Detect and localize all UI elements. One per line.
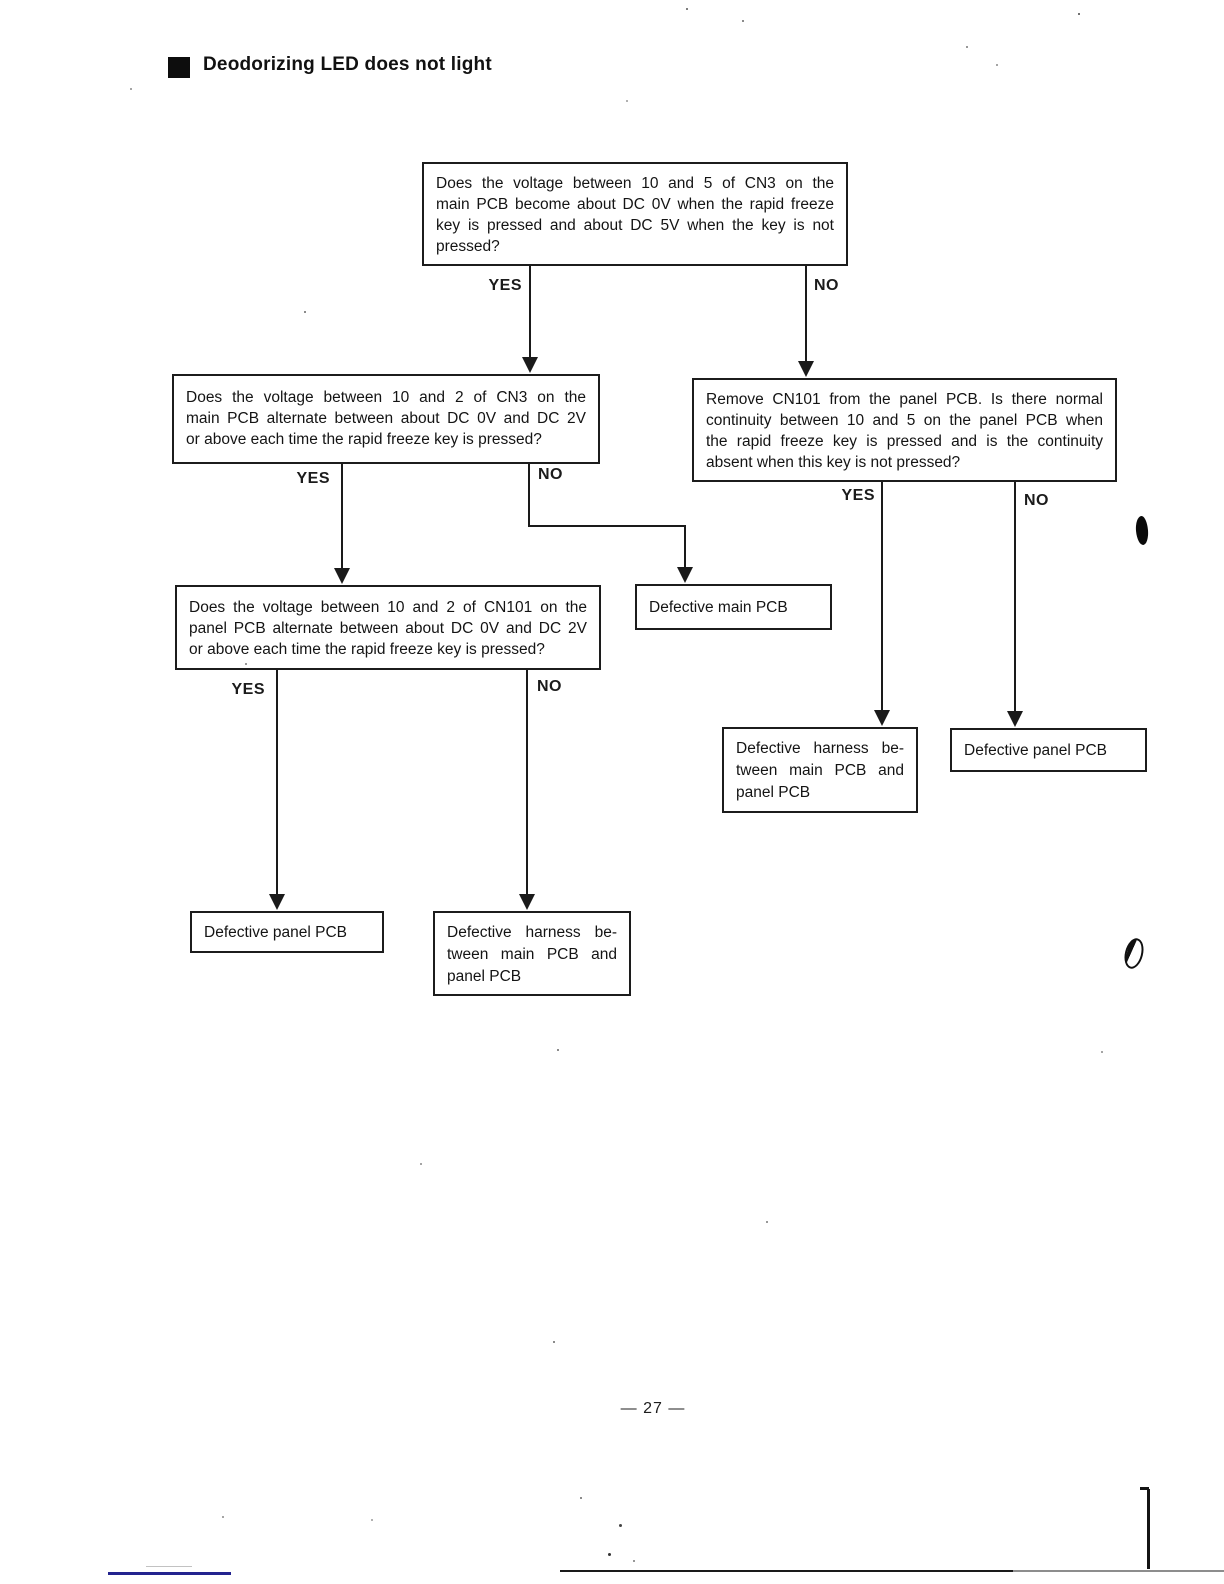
question-box-cn3-10-2: Does the voltage between 10 and 2 of CN3… [172, 374, 600, 464]
connector-q2-no [528, 464, 693, 583]
question-line: absent when this key is not pressed? [706, 454, 961, 471]
result-box-defective-harness-left: Defective harness be- tween main PCB and… [433, 911, 631, 996]
question-line: continuity between 10 and 5 on the panel… [706, 412, 1103, 429]
branch-label-q5-no: NO [537, 678, 562, 695]
question-box-cn3-10-5: Does the voltage between 10 and 5 of CN3… [422, 162, 848, 266]
question-line: Does the voltage between 10 and 5 of CN3… [436, 175, 834, 192]
branch-label-q3-no: NO [1024, 492, 1049, 509]
scan-edge-line [146, 1566, 192, 1567]
question-line: pressed? [436, 238, 500, 255]
question-box-cn101-continuity: Remove CN101 from the panel PCB. Is ther… [692, 378, 1117, 482]
result-text: Defective panel PCB [964, 741, 1108, 759]
scan-line-artifact [1147, 1489, 1150, 1569]
scan-line-artifact [1140, 1487, 1149, 1490]
question-line: main PCB alternate between about DC 0V a… [186, 410, 586, 427]
question-line: panel PCB alternate between about DC 0V … [189, 620, 587, 637]
branch-label-q3-yes: YES [841, 487, 875, 504]
result-line: tween main PCB and [447, 946, 617, 963]
page-title: Deodorizing LED does not light [203, 54, 492, 75]
section-bullet-square [168, 57, 190, 78]
page-number: — 27 — [620, 1400, 686, 1417]
question-line: main PCB become about DC 0V when the rap… [436, 196, 834, 213]
result-box-defective-panel-pcb-right: Defective panel PCB [950, 728, 1147, 772]
result-line: tween main PCB and [736, 762, 904, 779]
blue-underline-artifact [108, 1572, 231, 1575]
result-text: Defective panel PCB [204, 923, 348, 941]
result-line: panel PCB [736, 784, 811, 801]
result-box-defective-panel-pcb-left: Defective panel PCB [190, 911, 384, 953]
result-line: panel PCB [447, 968, 522, 985]
branch-label-q2-yes: YES [296, 470, 330, 487]
branch-label-q5-yes: YES [231, 681, 265, 698]
result-line: Defective harness be- [736, 740, 904, 757]
result-box-defective-harness-right: Defective harness be- tween main PCB and… [722, 727, 918, 813]
scan-edge-line [1013, 1570, 1224, 1572]
branch-label-q1-no: NO [814, 277, 839, 294]
result-text: Defective main PCB [649, 598, 788, 616]
question-line: or above each time the rapid freeze key … [189, 641, 545, 658]
question-box-cn101-10-2: Does the voltage between 10 and 2 of CN1… [175, 585, 601, 670]
question-line: key is pressed and about DC 5V when the … [436, 217, 834, 234]
question-line: or above each time the rapid freeze key … [186, 431, 542, 448]
question-line: Does the voltage between 10 and 2 of CN1… [189, 599, 587, 616]
question-line: Remove CN101 from the panel PCB. Is ther… [706, 391, 1103, 408]
branch-label-q2-no: NO [538, 466, 563, 483]
branch-label-q1-yes: YES [488, 277, 522, 294]
result-line: Defective harness be- [447, 924, 617, 941]
question-line: Does the voltage between 10 and 2 of CN3… [186, 389, 586, 406]
result-box-defective-main-pcb: Defective main PCB [635, 584, 832, 630]
question-line: the rapid freeze key is pressed and is t… [706, 433, 1103, 450]
scan-edge-line [560, 1570, 1015, 1572]
